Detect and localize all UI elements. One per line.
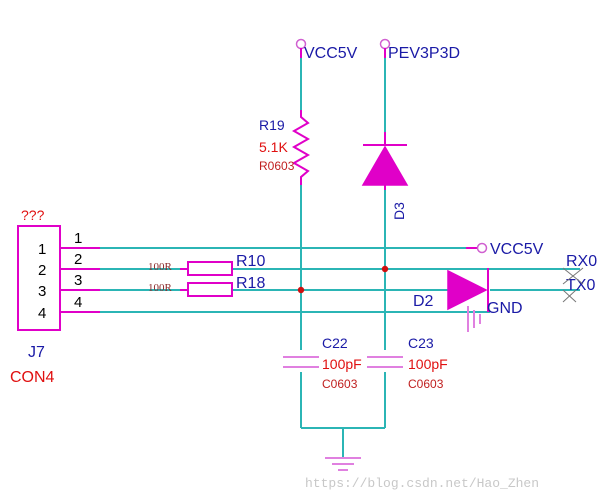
resistor-r18: 100R R18 — [148, 275, 265, 297]
r10-body — [187, 261, 233, 276]
pin-number-1: 1 — [74, 230, 82, 247]
j7-body — [17, 225, 61, 331]
diode-d3: D3 — [361, 132, 409, 220]
pev3p3d-label: PEV3P3D — [388, 45, 460, 62]
c22-footprint: C0603 — [322, 377, 358, 391]
capacitor-c22: C22 100pF C0603 — [283, 335, 362, 391]
net-label-rx0: RX0 — [566, 253, 597, 270]
c23-footprint: C0603 — [408, 377, 444, 391]
r19-value: 5.1K — [259, 139, 288, 155]
r18-ref: R18 — [236, 275, 265, 292]
r10-value: 100R — [148, 261, 173, 273]
j7-label: ??? — [21, 207, 45, 223]
junction-r19-tx — [297, 286, 305, 294]
j7-pin-label-3: 3 — [38, 283, 46, 300]
j7-pin-label-4: 4 — [38, 305, 46, 322]
j7-ref: J7 — [28, 344, 45, 361]
r19-footprint: R0603 — [259, 159, 295, 173]
net-label-tx0: TX0 — [566, 277, 595, 294]
gnd-label: GND — [487, 300, 523, 317]
pin-number-4: 4 — [74, 294, 82, 311]
pin-number-3: 3 — [74, 272, 82, 289]
vcc5v-top-symbol: VCC5V — [295, 38, 358, 62]
rx-tx-cross-b — [562, 267, 584, 285]
ground-symbol — [325, 457, 361, 471]
junction-d3-rx — [381, 265, 389, 273]
r19-zigzag — [291, 110, 311, 185]
c23-value: 100pF — [408, 356, 448, 372]
j7-pin-label-2: 2 — [38, 262, 46, 279]
r10-ref: R10 — [236, 253, 265, 270]
vcc5v-right-symbol: VCC5V — [466, 241, 544, 258]
d2-triangle — [447, 269, 488, 311]
capacitor-c23: C23 100pF C0603 — [367, 335, 448, 391]
pin-number-2: 2 — [74, 251, 82, 268]
junctions — [297, 265, 389, 294]
d3-ref: D3 — [391, 202, 407, 220]
r18-body — [187, 282, 233, 297]
j7-pin-label-1: 1 — [38, 241, 46, 258]
d3-triangle — [361, 145, 409, 186]
diode-d2: D2 GND — [413, 268, 523, 332]
vcc5v-right-ring — [476, 242, 488, 254]
r19-ref: R19 — [259, 117, 285, 133]
tx-tick-b — [562, 289, 577, 303]
r18-value: 100R — [148, 282, 173, 294]
watermark-text: https://blog.csdn.net/Hao_Zhen — [305, 476, 539, 491]
resistor-r19: R19 5.1K R0603 — [259, 110, 311, 185]
d2-ref: D2 — [413, 293, 434, 310]
vcc5v-right-label: VCC5V — [490, 241, 544, 258]
pev3p3d-symbol: PEV3P3D — [379, 38, 460, 62]
vcc5v-top-label: VCC5V — [304, 45, 358, 62]
j7-value: CON4 — [10, 369, 55, 386]
connector-j7: ??? 1 2 3 4 1 2 3 4 J7 CON4 — [10, 207, 100, 386]
wires — [100, 58, 580, 458]
net-labels: RX0 TX0 — [562, 253, 597, 303]
resistor-r10: 100R R10 — [148, 253, 265, 276]
c22-ref: C22 — [322, 335, 348, 351]
c22-value: 100pF — [322, 356, 362, 372]
c23-ref: C23 — [408, 335, 434, 351]
